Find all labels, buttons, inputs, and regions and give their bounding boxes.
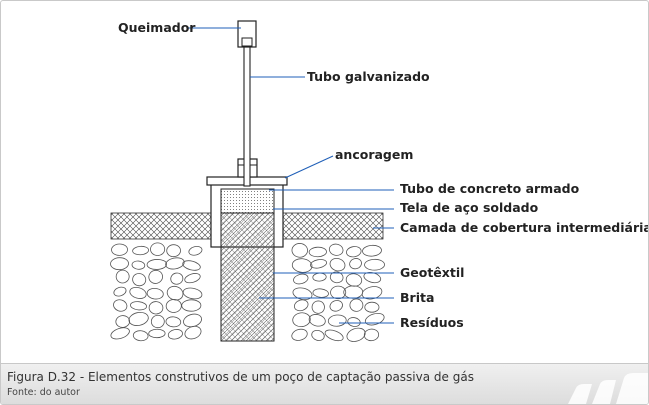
stone — [148, 269, 163, 284]
stone — [343, 285, 364, 299]
stone — [167, 329, 183, 340]
stone — [165, 316, 182, 328]
stone — [291, 258, 313, 273]
stone — [327, 314, 347, 327]
stone — [188, 246, 203, 256]
stone — [363, 328, 380, 342]
geotextile-wrap — [221, 213, 274, 341]
stone — [166, 244, 181, 258]
stone — [115, 269, 130, 284]
stone — [347, 317, 361, 327]
stone — [364, 258, 385, 271]
stone — [293, 299, 309, 312]
stone — [349, 298, 364, 312]
stone — [110, 327, 130, 340]
stone — [292, 287, 313, 301]
decorative-tabs-icon — [568, 373, 648, 404]
galvanized-pipe — [243, 45, 251, 187]
stone — [361, 286, 383, 300]
stone — [150, 314, 165, 329]
stone — [131, 260, 146, 270]
stone — [165, 299, 182, 313]
stone — [132, 330, 149, 342]
stone — [345, 273, 363, 287]
stone — [170, 272, 184, 285]
stone — [150, 242, 166, 256]
stone — [129, 286, 147, 299]
stone — [184, 325, 202, 340]
stone — [291, 243, 308, 258]
label-burner: Queimador — [118, 20, 196, 35]
stone — [182, 287, 203, 300]
stone — [328, 243, 344, 256]
label-concrete-pipe: Tubo de concreto armado — [400, 181, 580, 196]
stone — [362, 244, 382, 257]
stone — [311, 329, 325, 341]
stone — [349, 258, 362, 270]
figure-caption: Figura D.32 - Elementos construtivos de … — [7, 370, 474, 384]
stone — [113, 299, 128, 312]
stone — [311, 300, 325, 314]
label-anchor: ancoragem — [335, 147, 413, 162]
stone — [115, 315, 131, 328]
stone — [165, 257, 185, 270]
label-geotextile: Geotêxtil — [400, 265, 464, 280]
steel-mesh — [220, 188, 275, 214]
stone — [113, 286, 127, 297]
stone — [308, 314, 326, 327]
stone — [181, 299, 202, 312]
stone — [308, 246, 327, 258]
stone — [346, 246, 362, 258]
label-waste: Resíduos — [400, 315, 464, 330]
stone — [184, 273, 201, 284]
leader-lines — [188, 27, 394, 324]
waste-stones — [110, 242, 385, 342]
label-pipe: Tubo galvanizado — [307, 69, 430, 84]
stone — [130, 301, 147, 311]
stone — [329, 300, 343, 312]
stone — [293, 273, 309, 285]
stone — [291, 328, 308, 341]
stone — [132, 245, 150, 256]
stone — [148, 301, 164, 315]
stone — [309, 259, 327, 269]
stone — [148, 328, 166, 339]
stone — [364, 301, 380, 313]
well-diagram: Queimador Tubo galvanizado ancoragem Tub… — [110, 20, 648, 342]
stone — [111, 243, 128, 256]
stone — [324, 329, 344, 342]
burner-valve — [241, 37, 253, 47]
stone — [146, 259, 168, 270]
stone — [330, 285, 347, 300]
figure-source: Fonte: do autor — [7, 387, 80, 398]
stone — [132, 273, 147, 287]
stone — [329, 257, 346, 272]
stone — [312, 288, 329, 298]
stone — [128, 311, 149, 326]
label-gravel: Brita — [400, 290, 434, 305]
stone — [182, 260, 201, 271]
stone — [146, 287, 164, 300]
stone — [312, 272, 327, 282]
label-cover-layer: Camada de cobertura intermediária — [400, 220, 648, 235]
stone — [329, 271, 344, 284]
label-mesh: Tela de aço soldado — [400, 200, 539, 215]
stone — [110, 257, 129, 271]
stone — [346, 327, 366, 342]
caption-bar: Figura D.32 - Elementos construtivos de … — [1, 363, 648, 404]
stone — [364, 313, 385, 326]
stone — [292, 312, 311, 328]
leader-anchor — [284, 155, 334, 179]
